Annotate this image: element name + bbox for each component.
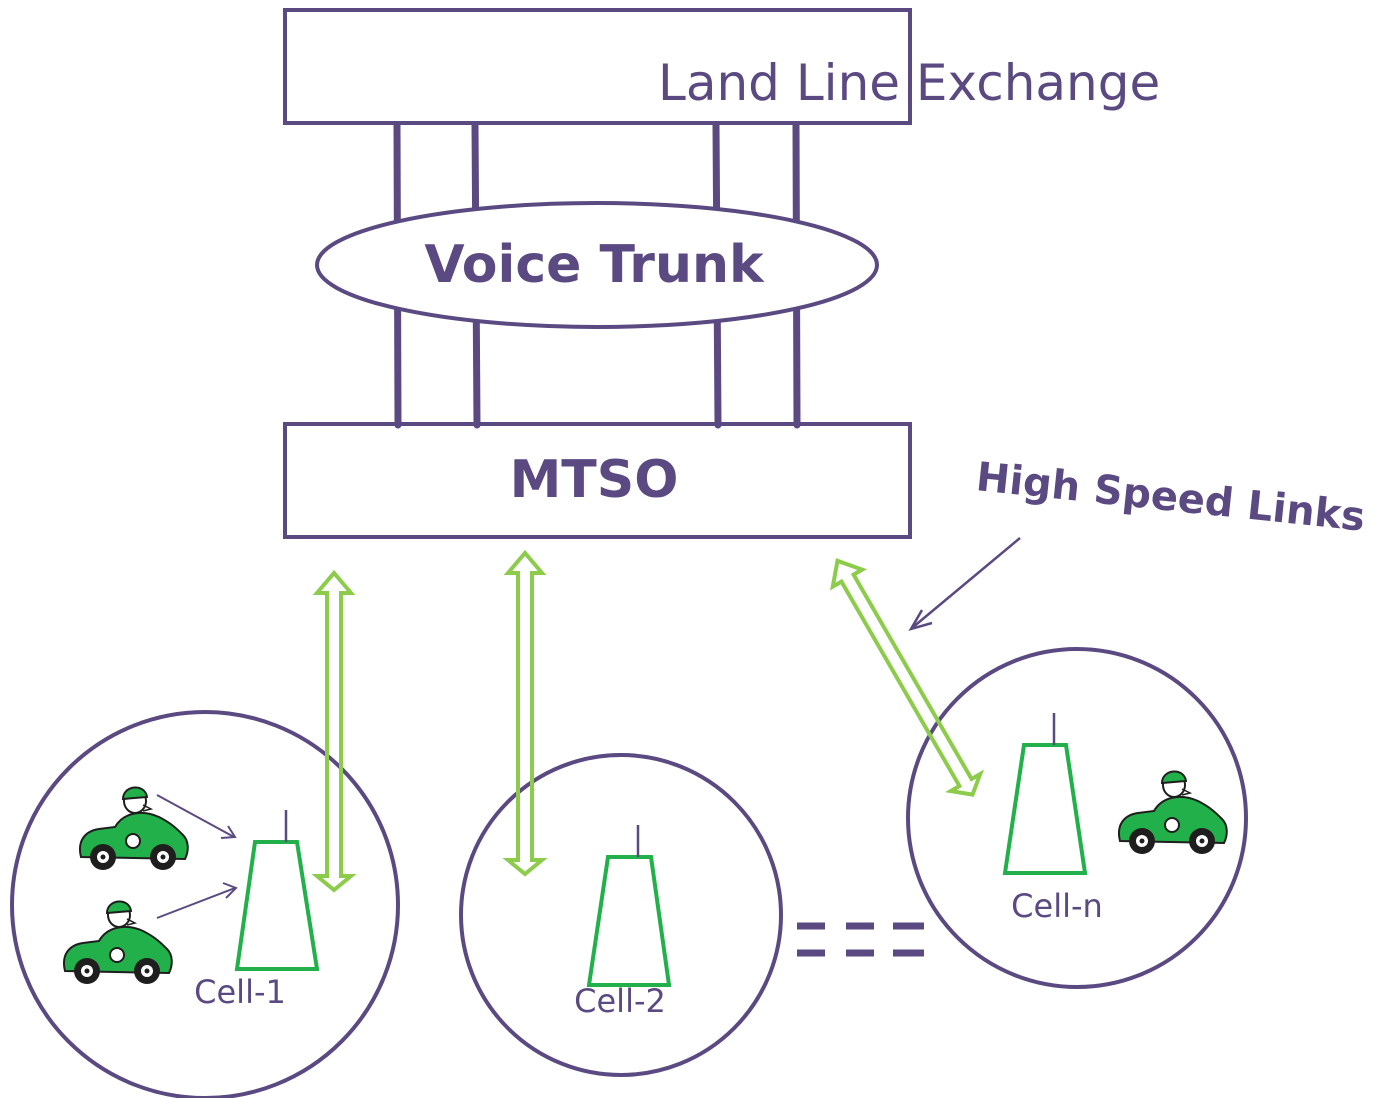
high-speed-links-pointer xyxy=(911,537,1021,629)
land-line-exchange-label: Land Line Exchange xyxy=(658,54,1160,112)
cell-1-circle xyxy=(10,710,400,1098)
tower-cell-1 xyxy=(234,840,320,971)
tower-antennas xyxy=(284,713,1056,857)
car-icon xyxy=(78,786,189,871)
mtso-box xyxy=(283,422,912,539)
cell-n-circle xyxy=(906,647,1248,989)
mtso-label: MTSO xyxy=(510,450,679,510)
link-arrow-cell-2 xyxy=(502,549,548,877)
high-speed-link-arrows xyxy=(311,549,985,893)
voice-trunk-label: Voice Trunk xyxy=(424,235,765,295)
car-icon xyxy=(62,900,173,985)
cell-2-label: Cell-2 xyxy=(574,982,666,1020)
car-signal-arrows xyxy=(156,794,238,919)
voice-trunk-ellipse xyxy=(315,201,879,329)
tower-cell-n xyxy=(1002,743,1088,875)
more-cells-dashes xyxy=(797,922,924,957)
high-speed-links-pointer-head xyxy=(908,609,933,632)
cell-1-label: Cell-1 xyxy=(194,973,286,1011)
car-icon xyxy=(1117,770,1228,855)
link-arrow-cell-1 xyxy=(311,569,357,893)
link-arrow-cell-n xyxy=(830,558,985,797)
cell-2-circle xyxy=(459,753,783,1077)
cell-towers xyxy=(234,743,1088,987)
tower-cell-2 xyxy=(586,855,672,987)
high-speed-links-label: High Speed Links xyxy=(974,454,1367,541)
cell-n-label: Cell-n xyxy=(1011,887,1103,925)
land-line-exchange-box xyxy=(283,8,912,125)
